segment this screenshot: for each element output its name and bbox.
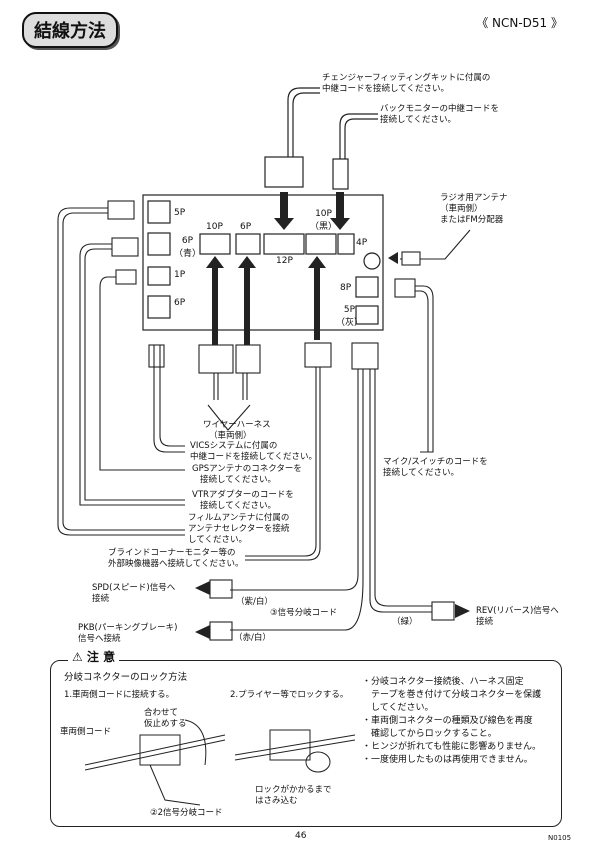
socket-1p xyxy=(147,266,171,286)
illus-branch-connector-1 xyxy=(139,734,181,766)
label-10p: 10P xyxy=(206,222,223,232)
arrow-harness-1 xyxy=(206,256,224,345)
note-harness: ワイヤーハーネス （車両側） xyxy=(203,420,271,441)
harness-connector-1 xyxy=(198,344,234,374)
label-10p-black: 10P （黒） xyxy=(310,209,338,232)
note-vtr: VTRアダプターのコードを 接続してください。 xyxy=(192,490,294,511)
arrow-antenna xyxy=(388,252,398,264)
branch-rev xyxy=(431,601,455,621)
note-film-antenna: フィルムアンテナに付属の アンテナセレクターを接続 してください。 xyxy=(188,513,290,545)
label-5p-left: 5P xyxy=(174,208,186,218)
antenna-plug xyxy=(401,251,421,266)
page-title: 結線方法 xyxy=(22,12,118,48)
caution-subheading: 分岐コネクターのロック方法 xyxy=(64,672,188,683)
note-mic-switch: マイク/スイッチのコードを 接続してください。 xyxy=(383,457,488,478)
socket-5p-left xyxy=(147,200,171,224)
caution-lock: ロックがかかるまで はさみ込む xyxy=(255,785,332,806)
note-spd: SPD(スピード)信号へ 接続 xyxy=(92,583,176,604)
note-vics: VICSシステムに付属の 中継コードを接続してください。 xyxy=(190,441,317,462)
document-code: N0105 xyxy=(548,834,572,842)
antenna-jack xyxy=(363,252,381,270)
socket-8p xyxy=(355,276,379,298)
plug-5p xyxy=(107,200,135,220)
branch-pkb xyxy=(209,621,233,641)
label-6p-mid: 6P xyxy=(240,222,252,232)
caution-align: 合わせて 仮止めする xyxy=(144,708,187,729)
note-rev: REV(リバース)信号へ 接続 xyxy=(476,606,559,627)
arrow-harness-2 xyxy=(238,256,256,345)
page-number: 46 xyxy=(295,831,307,841)
caution-bullets: ・分岐コネクター接続後、ハーネス固定 テープを巻き付けて分岐コネクターを保護 し… xyxy=(362,677,542,765)
socket-6p-left xyxy=(147,295,171,319)
socket-6p-blue xyxy=(147,232,171,256)
harness-connector-2 xyxy=(235,344,261,374)
note-changer: チェンジャーフィッティングキットに付属の 中継コードを接続してください。 xyxy=(322,73,491,94)
socket-12p xyxy=(263,233,305,255)
wire-purple-white: （紫/白） xyxy=(236,597,273,607)
plug-mic xyxy=(394,278,416,298)
caution-step-2: 2.プライヤー等でロックする。 xyxy=(230,690,349,700)
label-4p: 4P xyxy=(356,238,368,248)
plug-gps xyxy=(148,344,165,368)
socket-4p xyxy=(337,233,355,255)
plug-1p xyxy=(115,269,137,285)
note-pkb: PKB(パーキングブレーキ) 信号へ接続 xyxy=(78,623,178,644)
model-number: 《 NCN-D51 》 xyxy=(476,16,563,30)
label-6p-left: 6P xyxy=(174,298,186,308)
socket-6p-mid xyxy=(235,233,261,255)
illus-branch-connector-2 xyxy=(269,729,311,761)
caution-vehicle-cord: 車両側コード xyxy=(60,727,112,737)
label-6p-blue: 6P （青） xyxy=(174,236,202,259)
note-radio-antenna: ラジオ用アンテナ （車両側） またはFM分配器 xyxy=(440,193,508,225)
unit-body xyxy=(142,194,384,331)
socket-5p-gray xyxy=(355,305,379,325)
wire-red-white: （赤/白） xyxy=(234,633,271,643)
note-backmonitor: バックモニターの中継コードを 接続してください。 xyxy=(380,104,500,125)
socket-10p xyxy=(199,233,231,255)
caution-branch-cord: ②2信号分岐コード xyxy=(150,808,223,818)
backmonitor-connector xyxy=(332,158,349,190)
label-5p-gray: 5P （灰） xyxy=(336,305,364,328)
changer-connector xyxy=(264,156,304,188)
wire-green: （緑） xyxy=(392,617,418,627)
label-12p: 12P xyxy=(276,256,293,266)
signal-branch-cord: ③信号分岐コード xyxy=(270,608,338,618)
socket-10p-black xyxy=(305,233,337,255)
label-8p: 8P xyxy=(340,283,352,293)
plug-5p-gray xyxy=(351,342,379,370)
plug-6p-blue xyxy=(111,237,139,257)
note-gps: GPSアンテナのコネクターを 接続してください。 xyxy=(192,464,302,485)
note-blind-corner: ブラインドコーナーモニター等の 外部映像機器へ接続してください。 xyxy=(108,548,244,569)
caution-box xyxy=(50,660,562,827)
label-1p: 1P xyxy=(174,270,186,280)
arrow-10p-black xyxy=(308,256,326,340)
caution-step-1: 1.車両側コードに接続する。 xyxy=(64,690,175,700)
arrow-changer xyxy=(274,192,294,230)
caution-heading: ⚠ 注 意 xyxy=(68,648,120,665)
branch-spd xyxy=(209,579,233,599)
plug-10p-black xyxy=(304,342,332,368)
arrow-backmon xyxy=(330,192,350,230)
